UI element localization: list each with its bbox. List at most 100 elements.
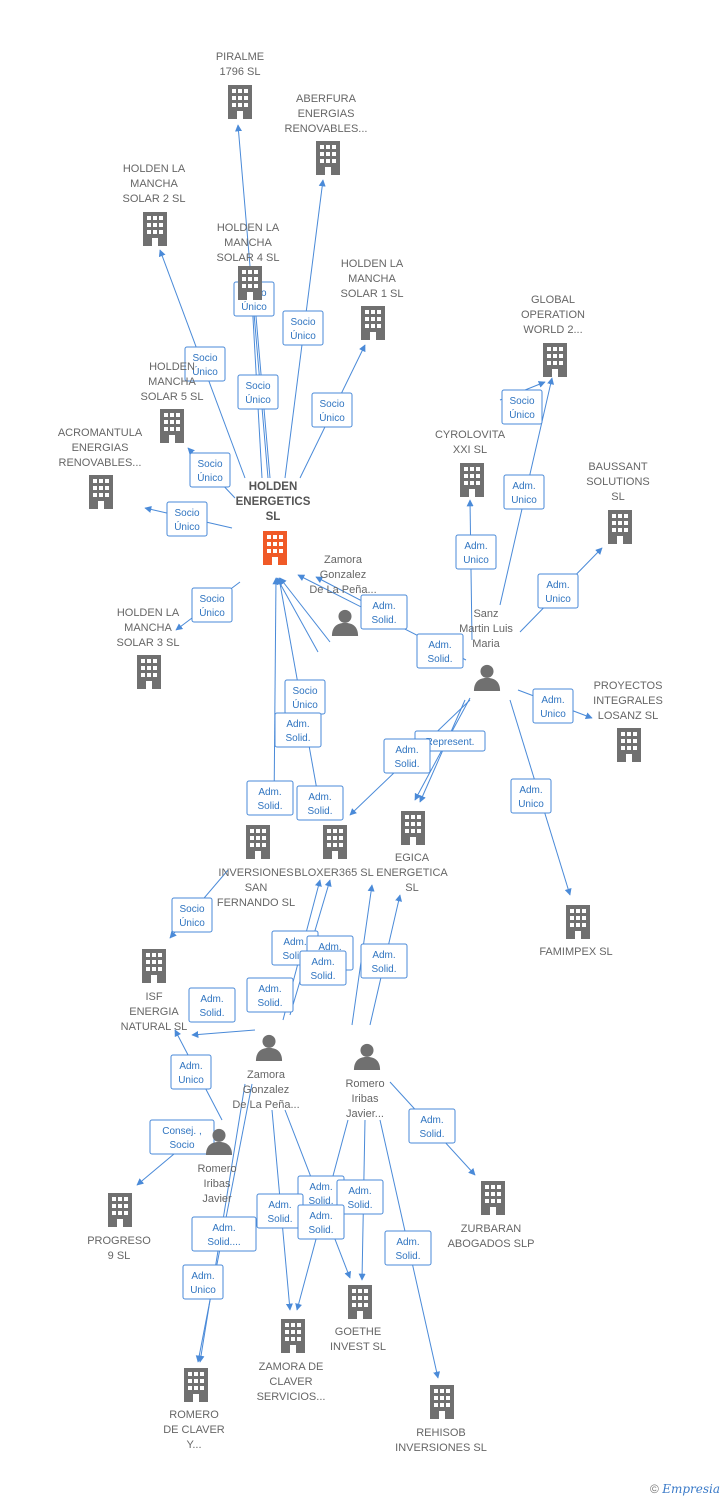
edge-label-sanz-to-bloxer[interactable]: Adm.Solid. [383, 738, 431, 774]
edge-label-text: Solid. [285, 733, 310, 744]
building-icon [316, 141, 340, 175]
edge-label-zamora2-to-romero_claver[interactable]: Adm.Solid. [297, 1204, 345, 1240]
node-label: GOETHE [335, 1326, 381, 1338]
company-node-acromantula[interactable]: ACROMANTULAENERGIASRENOVABLES... [58, 427, 143, 509]
edge-label-romero1-to-rehisob[interactable]: Adm.Unico [182, 1264, 224, 1300]
edge-label-zamora2-to-goethe[interactable]: Adm.Solid. [408, 1108, 456, 1144]
node-label: Gonzalez [243, 1084, 289, 1096]
edge-label-text: Socio [290, 317, 315, 328]
node-label: PROYECTOS [594, 680, 663, 692]
edge-label-sanz-to-egica[interactable]: Adm.Solid. [360, 594, 408, 630]
person-icon [353, 1043, 381, 1070]
edge-label-zamora2-to-romero_claver[interactable]: Adm.Solid.... [191, 1216, 257, 1252]
node-label: WORLD 2... [523, 324, 582, 336]
edge-label-sanz-to-famimpex[interactable]: Adm.Unico [510, 778, 552, 814]
person-node-romero1[interactable]: RomeroIribasJavier... [345, 1043, 385, 1120]
node-label: SOLAR 1 SL [341, 288, 404, 300]
edge-label-text: Unico [518, 799, 544, 810]
edge-label-text: Solid. [427, 654, 452, 665]
edge-label-text: Único [290, 329, 316, 342]
edge-label-text: Solid. [308, 1225, 333, 1236]
edge-label-text: Solid. [308, 1196, 333, 1207]
edge-label-sanz-to-cyrolovita[interactable]: Adm.Unico [455, 534, 497, 570]
node-label: Zamora [324, 554, 363, 566]
edge-label-sanz-to-global[interactable]: Adm.Unico [503, 474, 545, 510]
node-label: HOLDEN LA [117, 607, 180, 619]
node-label: 1796 SL [220, 66, 261, 78]
edge-label-bloxer-to-holden_main[interactable]: Adm.Solid. [296, 785, 344, 821]
edge-label-romero1-to-bloxer[interactable]: Adm.Solid. [299, 950, 347, 986]
building-icon [184, 1368, 208, 1402]
edge-label-romero1-to-egica[interactable]: Adm.Solid. [360, 943, 408, 979]
edge-label-sanz-to-holden_main[interactable]: Adm. Solid. [416, 633, 464, 669]
edge-label-text: Adm. [200, 994, 223, 1005]
edge-label-text: Socio [192, 353, 217, 364]
node-label: SOLAR 5 SL [141, 391, 204, 403]
building-icon [323, 825, 347, 859]
edge-label-text: Único [192, 365, 218, 378]
edge-romero2-to-isf [191, 1029, 256, 1038]
edge-label-text: Adm. [258, 984, 281, 995]
building-icon [617, 728, 641, 762]
edge-label-romero2-to-isf[interactable]: Adm.Solid. [188, 987, 236, 1023]
edge-label-romero1-to-holden_main[interactable]: Adm.Solid. [384, 1230, 432, 1266]
brand-logo[interactable]: Empresia [662, 1482, 720, 1496]
company-node-famimpex[interactable]: FAMIMPEX SL [539, 905, 613, 958]
edge-label-text: Consej. , [162, 1126, 201, 1137]
edge-label-inversiones-to-holden_main[interactable]: Adm.Solid. [246, 780, 294, 816]
person-icon [331, 609, 359, 636]
node-label: INTEGRALES [593, 695, 663, 707]
edge-label-text: Adm. [311, 957, 334, 968]
edge-label-romero1-to-zurbaran[interactable]: Consej. ,Socio [149, 1119, 215, 1155]
edge-label-zamora2-to-zamora_claver[interactable]: Adm.Solid. [336, 1179, 384, 1215]
edge-label-sanz-to-proyectos[interactable]: Adm.Unico [532, 688, 574, 724]
node-label: ISF [145, 991, 162, 1003]
edge-label-romero2-to-progreso[interactable]: Adm.Unico [170, 1054, 212, 1090]
edge-label-zamora2-to-isf[interactable]: Adm.Solid. [246, 977, 294, 1013]
edge-label-sanz-to-baussant[interactable]: Adm.Unico [537, 573, 579, 609]
node-label: ZAMORA DE [259, 1361, 324, 1373]
edge-label-text: Solid. [394, 759, 419, 770]
edge-label-text: Adm. [428, 640, 451, 651]
company-node-aberfura[interactable]: ABERFURAENERGIASRENOVABLES... [285, 93, 368, 175]
node-label: Gonzalez [320, 569, 366, 581]
edge-label-zamora1-to-holden_main[interactable]: Adm.Solid. [274, 712, 322, 748]
company-node-bloxer[interactable]: BLOXER365 SL [294, 825, 374, 879]
edge-label-text: Unico [540, 709, 566, 720]
company-node-zamora_claver[interactable]: ZAMORA DECLAVERSERVICIOS... [257, 1319, 326, 1403]
edge-label-romero1-to-zamora_claver[interactable]: Adm.Solid. [256, 1193, 304, 1229]
